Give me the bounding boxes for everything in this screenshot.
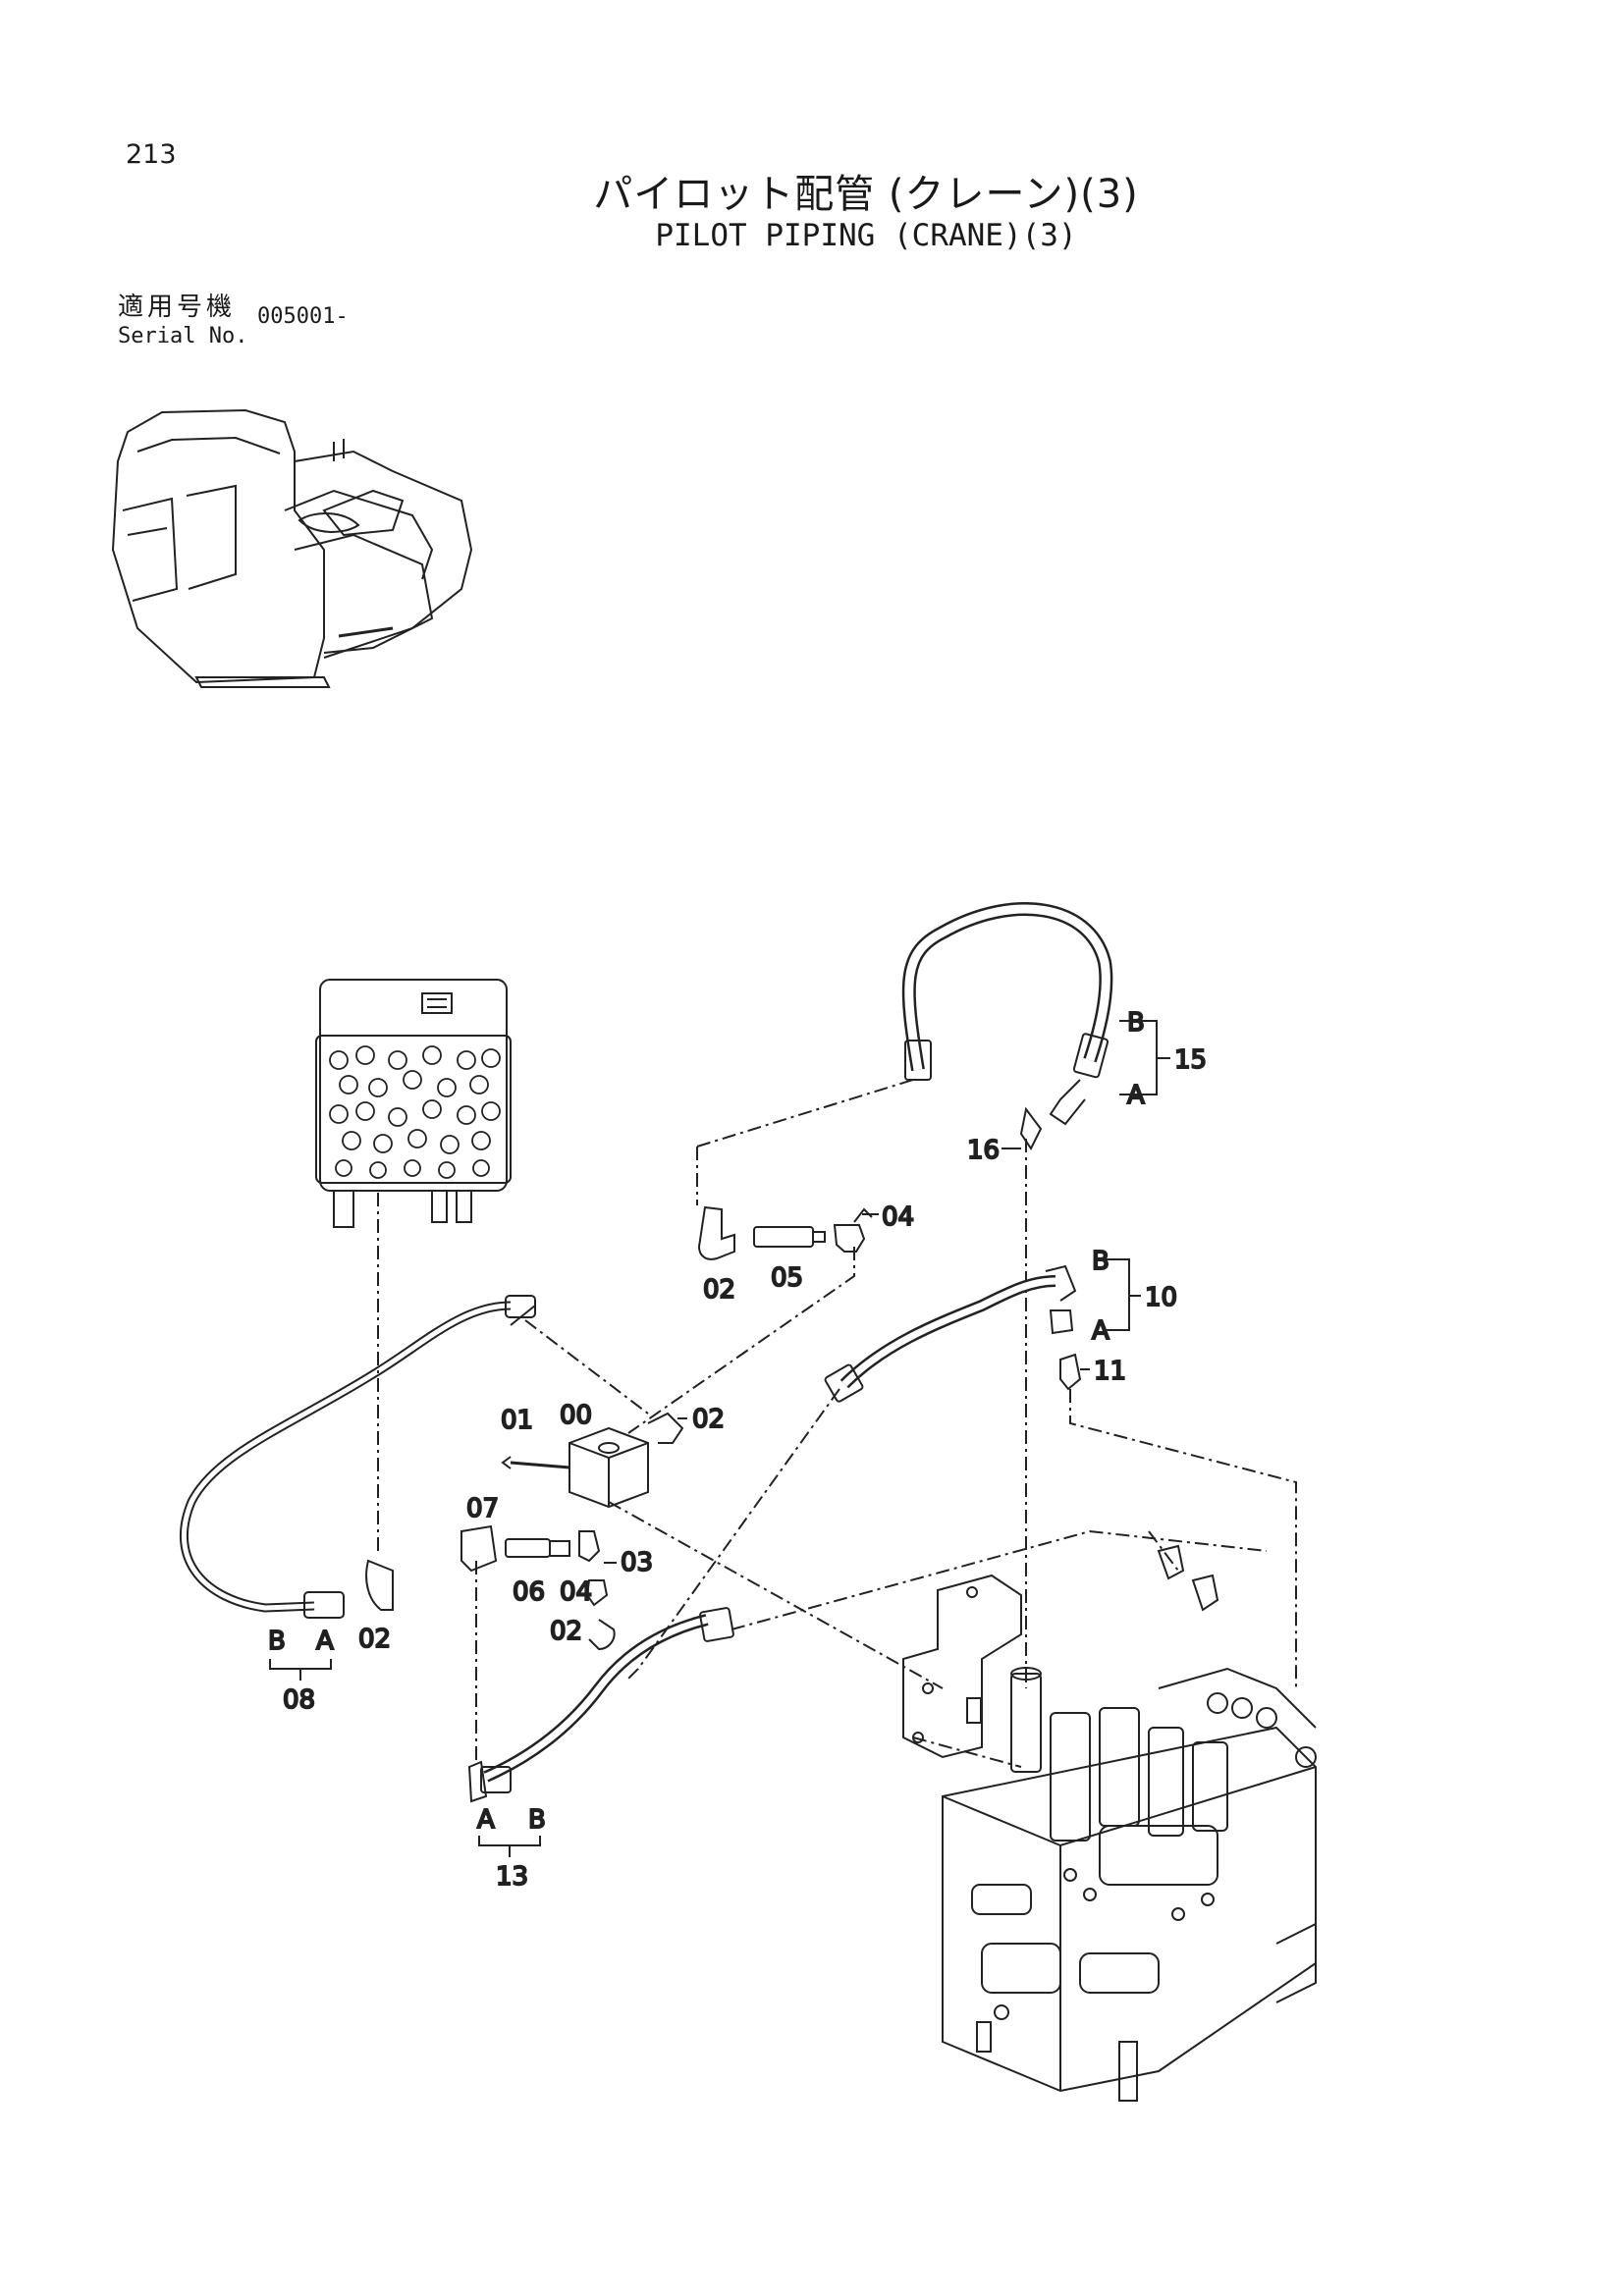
excavator-locator-illustration (111, 408, 473, 688)
fittings-07-06-04-03 (460, 1524, 616, 1651)
fitting-11 (1059, 1353, 1082, 1391)
part-03: 03 (621, 1548, 653, 1577)
hose-13 (467, 1607, 734, 1803)
page-title-english: PILOT PIPING (CRANE)(3) (655, 218, 1077, 253)
part-02: 02 (692, 1405, 725, 1434)
control-valve (942, 1667, 1317, 2102)
label-B-08: B (268, 1627, 286, 1656)
part-02: 02 (358, 1625, 391, 1654)
label-A-10: A (1092, 1316, 1110, 1346)
part-07: 07 (466, 1494, 499, 1523)
label-A-08: A (316, 1627, 334, 1656)
part-01: 01 (501, 1406, 533, 1435)
part-02: 02 (703, 1275, 735, 1305)
part-06: 06 (513, 1577, 545, 1607)
hose-15 (901, 902, 1113, 1126)
part-02: 02 (550, 1617, 582, 1646)
serial-label-english: Serial No. (118, 324, 248, 348)
callout-brackets (269, 1020, 1170, 1857)
block-00 (501, 1412, 684, 1509)
part-11: 11 (1094, 1357, 1126, 1386)
fittings-02-05-04 (697, 1205, 873, 1260)
label-A-15: A (1127, 1081, 1145, 1110)
serial-number-value: 005001- (257, 304, 349, 329)
hose-10 (824, 1264, 1077, 1403)
label-B-15: B (1127, 1008, 1145, 1038)
leader-lines (524, 1247, 1297, 1768)
part-04: 04 (882, 1202, 914, 1232)
elbow-02-left (365, 1559, 394, 1611)
part-00: 00 (560, 1401, 592, 1430)
part-16: 16 (967, 1136, 1000, 1165)
fittings-right (1157, 1544, 1219, 1612)
part-10: 10 (1145, 1283, 1177, 1312)
fitting-16 (1019, 1106, 1043, 1150)
part-08: 08 (283, 1685, 315, 1715)
label-A-13: A (477, 1805, 495, 1835)
pilot-valve-block (315, 979, 512, 1228)
serial-label-japanese: 適用号機 (118, 293, 237, 322)
part-13: 13 (496, 1862, 528, 1892)
mounting-bracket (902, 1574, 1022, 1759)
leader-line (696, 1079, 914, 1148)
part-05: 05 (771, 1263, 803, 1293)
page-number: 213 (126, 139, 177, 170)
part-04: 04 (560, 1577, 592, 1607)
label-B-13: B (528, 1805, 546, 1835)
part-15: 15 (1174, 1045, 1207, 1075)
label-B-10: B (1092, 1247, 1110, 1276)
page-title-japanese: パイロット配管 (クレーン)(3) (593, 172, 1139, 217)
hose-08 (179, 1295, 536, 1619)
